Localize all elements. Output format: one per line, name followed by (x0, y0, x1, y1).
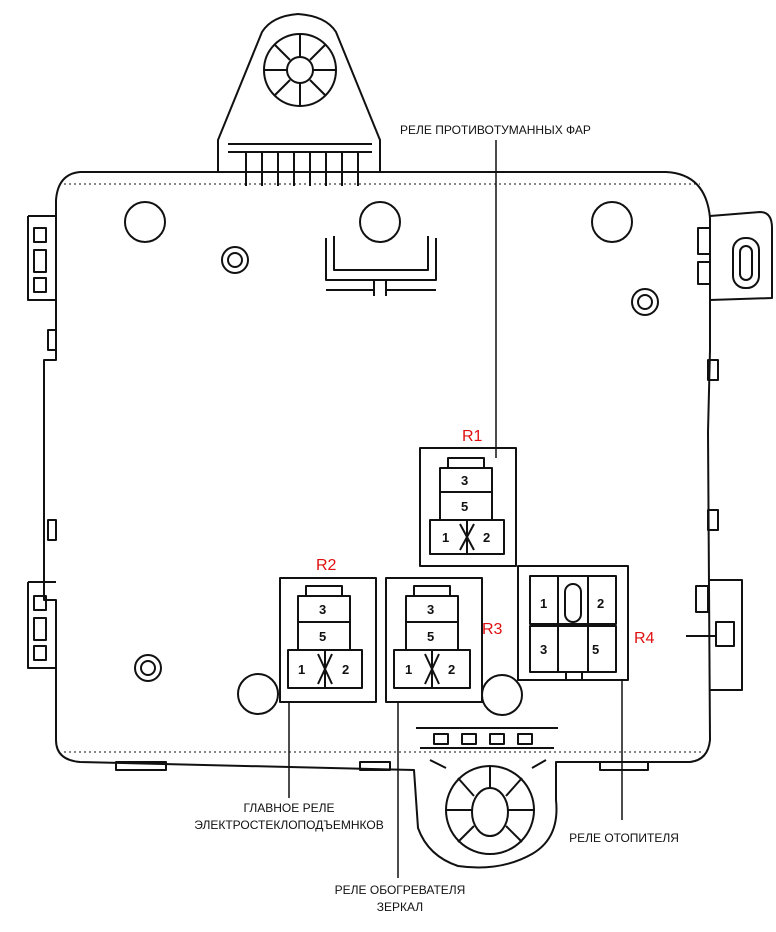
relay-r2 (279, 577, 377, 703)
mounting-holes (124, 201, 659, 716)
relay-r2-id: R2 (316, 557, 337, 574)
relay-r1-pin-1: 1 (442, 530, 449, 545)
left-clip-top (27, 215, 56, 301)
relay-r3 (385, 577, 483, 703)
label-heater-relay: РЕЛЕ ОТОПИТЕЛЯ (569, 831, 679, 845)
label-window-relay-line1: ГЛАВНОЕ РЕЛЕ (244, 801, 335, 815)
relay-r1-pin-2: 2 (483, 530, 490, 545)
right-clip-top (697, 211, 773, 301)
relay-r1-pin-5: 5 (461, 499, 468, 514)
relay-r3-pin-5: 5 (427, 629, 434, 644)
center-latch (325, 236, 437, 296)
relay-r1 (419, 447, 517, 567)
relay-r1-pin-3: 3 (461, 473, 468, 488)
relay-r4-id: R4 (634, 630, 655, 647)
relay-r4-pin-2: 2 (597, 596, 604, 611)
housing-outline (43, 171, 711, 869)
relay-r4-pin-5: 5 (592, 642, 599, 657)
relay-r2-pin-3: 3 (319, 602, 326, 617)
bottom-bracket (416, 727, 558, 855)
relay-r2-pin-1: 1 (298, 662, 305, 677)
label-mirror-heater-relay-line2: ЗЕРКАЛ (377, 900, 423, 914)
left-clip-bottom (27, 581, 56, 669)
relay-r3-pin-3: 3 (427, 602, 434, 617)
right-clip-bottom (686, 579, 743, 691)
relay-r3-pin-1: 1 (405, 662, 412, 677)
label-window-relay-line2: ЭЛЕКТРОСТЕКЛОПОДЪЕМНКОВ (194, 818, 383, 832)
label-fog-light-relay: РЕЛЕ ПРОТИВОТУМАННЫХ ФАР (400, 123, 591, 137)
relay-r4-pin-3: 3 (540, 642, 547, 657)
relay-r3-id: R3 (482, 621, 503, 638)
relay-r2-pin-2: 2 (342, 662, 349, 677)
top-bracket (217, 13, 381, 186)
label-mirror-heater-relay-line1: РЕЛЕ ОБОГРЕВАТЕЛЯ (335, 883, 466, 897)
relay-r2-pin-5: 5 (319, 629, 326, 644)
leader-lines (288, 140, 623, 878)
relay-r1-id: R1 (462, 428, 483, 445)
relay-r4-pin-1: 1 (540, 596, 547, 611)
relay-r3-pin-2: 2 (448, 662, 455, 677)
relay-r4 (517, 565, 629, 681)
